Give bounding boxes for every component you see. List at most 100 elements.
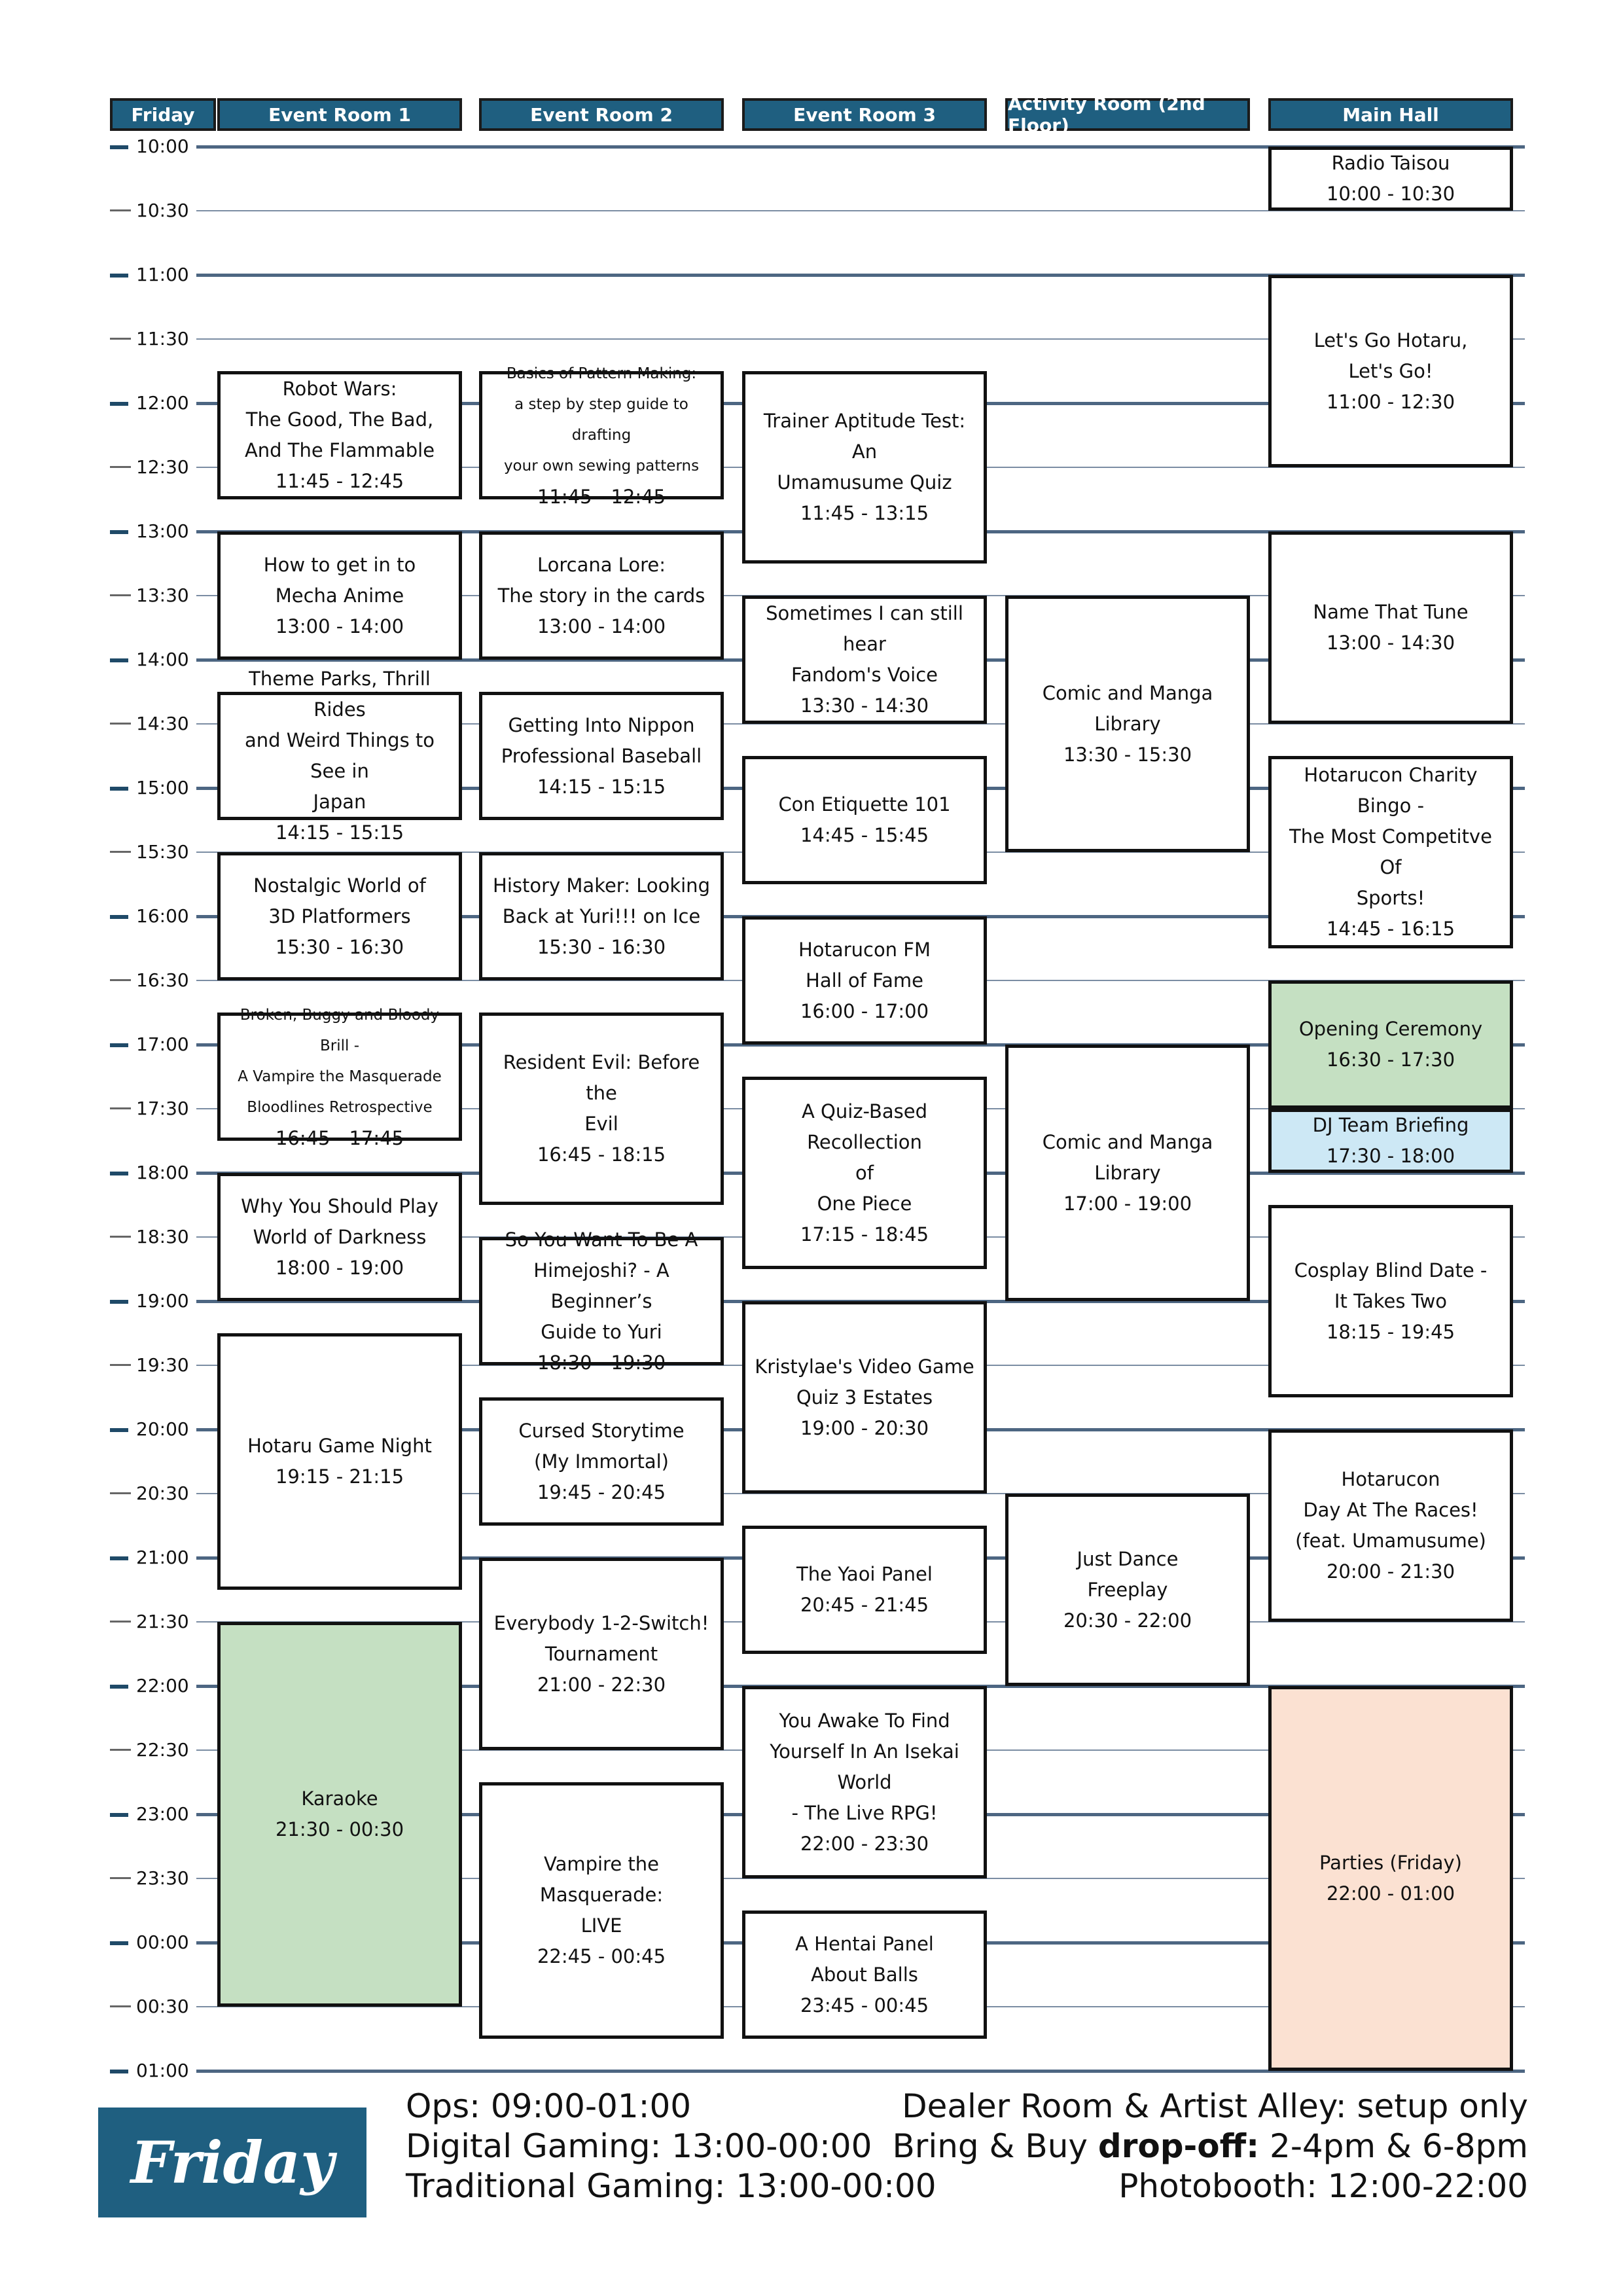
event-charity-bingo[interactable]: Hotarucon Charity Bingo -The Most Compet… [1268,756,1513,948]
event-title-line: About Balls [811,1963,918,1986]
event-time: 23:45 - 00:45 [800,1994,929,2017]
gridline [196,145,1525,149]
event-title-line: (feat. Umamusume) [1295,1530,1486,1552]
time-label: 16:30 [136,969,189,991]
bring-buy-label: Bring & Buy [892,2127,1098,2165]
event-time: 18:00 - 19:00 [275,1256,404,1279]
event-title-line: Japan [313,791,366,813]
event-time: 11:45 - 12:45 [275,470,404,492]
event-title-line: your own sewing patterns [503,457,700,475]
event-title-line: The Yaoi Panel [796,1563,933,1585]
bring-buy-times: 2-4pm & 6-8pm [1259,2127,1528,2165]
event-title-line: Con Etiquette 101 [778,793,951,816]
event-title-line: A Vampire the Masquerade [238,1067,442,1085]
tick-mark [110,338,131,340]
dealer-room-note: Dealer Room & Artist Alley: setup only [902,2087,1528,2125]
event-title-line: Let's Go Hotaru, [1313,329,1468,351]
event-time: 14:15 - 15:15 [537,775,666,798]
event-time: 17:15 - 18:45 [800,1223,929,1246]
event-cursed-storytime[interactable]: Cursed Storytime(My Immortal)19:45 - 20:… [479,1397,724,1526]
event-title-line: Nostalgic World of [253,874,426,897]
tick-mark [110,1172,128,1175]
event-time: 15:30 - 16:30 [275,935,404,958]
bring-buy-note: Bring & Buy drop-off: 2-4pm & 6-8pm [892,2130,1528,2162]
event-time: 11:45 - 12:45 [537,485,666,508]
event-title-line: Day At The Races! [1303,1499,1478,1521]
event-time: 20:45 - 21:45 [800,1594,929,1616]
event-title-line: Broken, Buggy and Bloody Brill - [240,1006,440,1054]
event-title-line: So You Want To Be A [505,1228,698,1251]
event-robot-wars[interactable]: Robot Wars:The Good, The Bad,And The Fla… [217,371,462,499]
event-time: 20:00 - 21:30 [1326,1560,1455,1583]
event-pattern-making[interactable]: Basics of Pattern Making:a step by step … [479,365,724,508]
event-title-line: Kristylae's Video Game [755,1355,974,1378]
tick-mark [110,466,131,468]
event-time: 13:00 - 14:00 [275,615,404,637]
event-title-line: Hotarucon FM [798,938,931,961]
event-title-line: Mecha Anime [275,584,404,607]
tick-mark [110,1300,128,1304]
event-time: 19:15 - 21:15 [275,1465,404,1488]
event-vampire-bloodlines[interactable]: Broken, Buggy and Bloody Brill - A Vampir… [217,1007,462,1149]
tick-mark [110,1364,131,1366]
event-himejoshi[interactable]: So You Want To Be A Himejoshi? - A Beginn… [479,1229,724,1374]
event-title-line: Radio Taisou [1331,152,1450,174]
event-time: 21:00 - 22:30 [537,1673,666,1696]
event-con-etiquette[interactable]: Con Etiquette 101 14:45 - 15:45 [742,756,987,884]
event-title-line: Yourself In An Isekai World [770,1740,959,1793]
event-title-line: Getting Into Nippon [508,713,695,736]
event-lets-go-hotaru[interactable]: Let's Go Hotaru,Let's Go!11:00 - 12:30 [1268,275,1513,467]
header-activity-room: Activity Room (2nd Floor) [1005,93,1250,136]
event-time: 13:30 - 15:30 [1063,743,1192,766]
event-title-line: Himejoshi? - A Beginner’s [533,1259,669,1312]
tick-mark [110,274,128,278]
time-label: 10:30 [136,200,189,221]
time-label: 22:00 [136,1675,189,1696]
event-time: 14:45 - 15:45 [800,824,929,846]
header-event-room-3: Event Room 3 [742,98,987,131]
event-title-line: of [855,1161,874,1184]
event-time: 13:30 - 14:30 [800,694,929,717]
event-yaoi-panel[interactable]: The Yaoi Panel 20:45 - 21:45 [742,1526,987,1654]
time-label: 23:00 [136,1803,189,1825]
event-title-line: World of Darkness [253,1225,427,1248]
event-parties[interactable]: Parties (Friday)22:00 - 01:00 [1268,1686,1513,2071]
time-label: 13:00 [136,520,189,542]
tick-mark [110,658,128,662]
event-title-line: LIVE [580,1914,622,1937]
tick-mark [110,1685,128,1689]
event-title-line: Fandom's Voice [791,664,938,686]
tick-mark [110,1621,131,1623]
tick-mark [110,402,128,406]
tick-mark [110,851,131,853]
event-title-line: DJ Team Briefing [1312,1114,1469,1136]
